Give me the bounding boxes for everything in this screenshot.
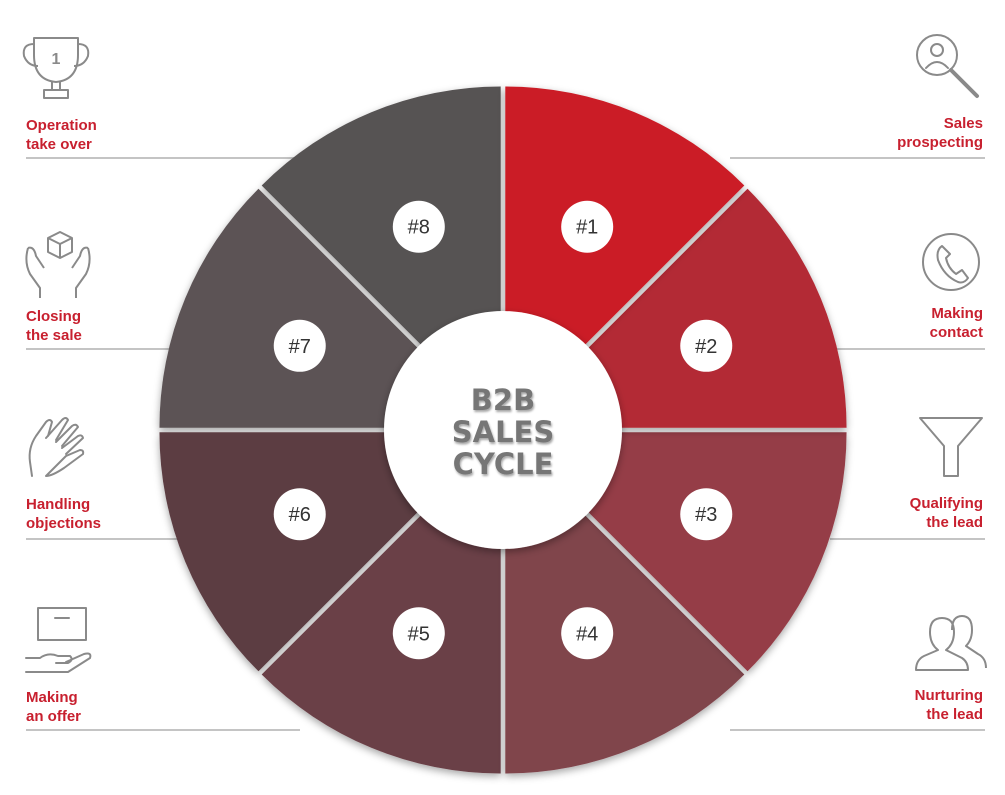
segment-number-label: #4 [576,623,598,645]
segment-number-label: #1 [576,217,598,239]
trophy-icon: 1 [22,37,90,99]
people-icon [915,615,987,671]
step-label-making-contact: Making contact [929,305,983,341]
segment-number-badge: #2 [680,319,733,372]
hand-icon [28,417,85,477]
segment-number-circle [680,319,733,372]
segment-number-label: #8 [408,217,430,239]
offer-box-icon [25,607,92,673]
segment-number-badge: #4 [561,607,614,660]
segment-number-label: #7 [289,336,311,358]
segment-number-label: #3 [695,504,717,526]
center-circle: B2B SALES CYCLE [384,311,622,549]
segment-number-label: #6 [289,504,311,526]
segment-number-circle [273,319,326,372]
segment-number-badge: #6 [273,488,326,541]
step-label-handling-objections: Handling objections [26,496,102,532]
step-label-sales-prospecting: Sales prospecting [897,115,983,151]
step-label-qualifying-the-lead: Qualifying the lead [909,495,983,531]
hands-box-icon [25,231,91,298]
segment-number-badge: #1 [561,200,614,253]
funnel-icon [919,417,983,477]
center-title-line-1: B2B [471,383,535,417]
segment-number-badge: #3 [680,488,733,541]
center-title-line-2: SALES [452,415,555,449]
segment-number-circle [561,607,614,660]
segment-number-badge: #5 [392,607,445,660]
step-label-closing-the-sale: Closing the sale [26,308,82,344]
segment-number-circle [680,488,733,541]
segment-number-label: #2 [695,336,717,358]
center-title-line-3: CYCLE [453,447,554,481]
step-label-nurturing-the-lead: Nurturing the lead [914,687,983,723]
step-label-making-an-offer: Making an offer [26,689,82,725]
segment-number-circle [273,488,326,541]
segment-number-circle [392,200,445,253]
segment-number-circle [561,200,614,253]
segment-number-badge: #8 [392,200,445,253]
separator-lines [26,157,985,731]
segment-number-label: #5 [408,623,430,645]
trophy-number: 1 [52,51,61,68]
segment-number-badge: #7 [273,319,326,372]
segment-number-circle [392,607,445,660]
search-person-icon [916,34,979,98]
step-label-operation-take-over: Operation take over [26,117,97,153]
phone-icon [922,233,980,291]
